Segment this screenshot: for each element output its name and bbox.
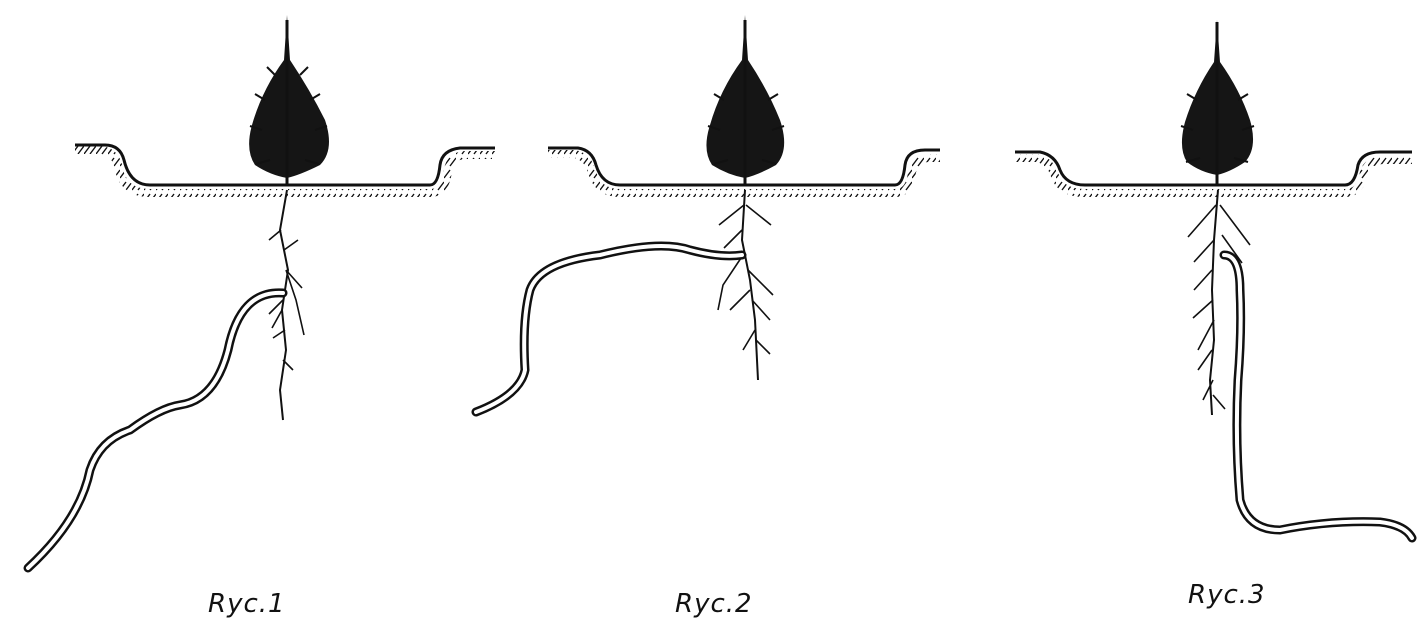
seedling-crown-1 [249,15,329,185]
caption-fig1: Ryc.1 [208,589,286,619]
figure-2: Ryc.2 [476,15,940,619]
figure-1: Ryc.1 [28,15,495,619]
figure-3: Ryc.3 [1015,20,1412,610]
seedling-crown-3 [1181,20,1254,185]
caption-fig3: Ryc.3 [1188,580,1266,610]
seedling-crown-2 [706,15,784,185]
caption-fig2: Ryc.2 [675,589,753,619]
long-root-1 [28,293,283,568]
long-root-3 [1224,255,1412,538]
root-system-1 [269,190,304,420]
long-root-2 [476,246,742,412]
root-system-2 [718,190,773,380]
